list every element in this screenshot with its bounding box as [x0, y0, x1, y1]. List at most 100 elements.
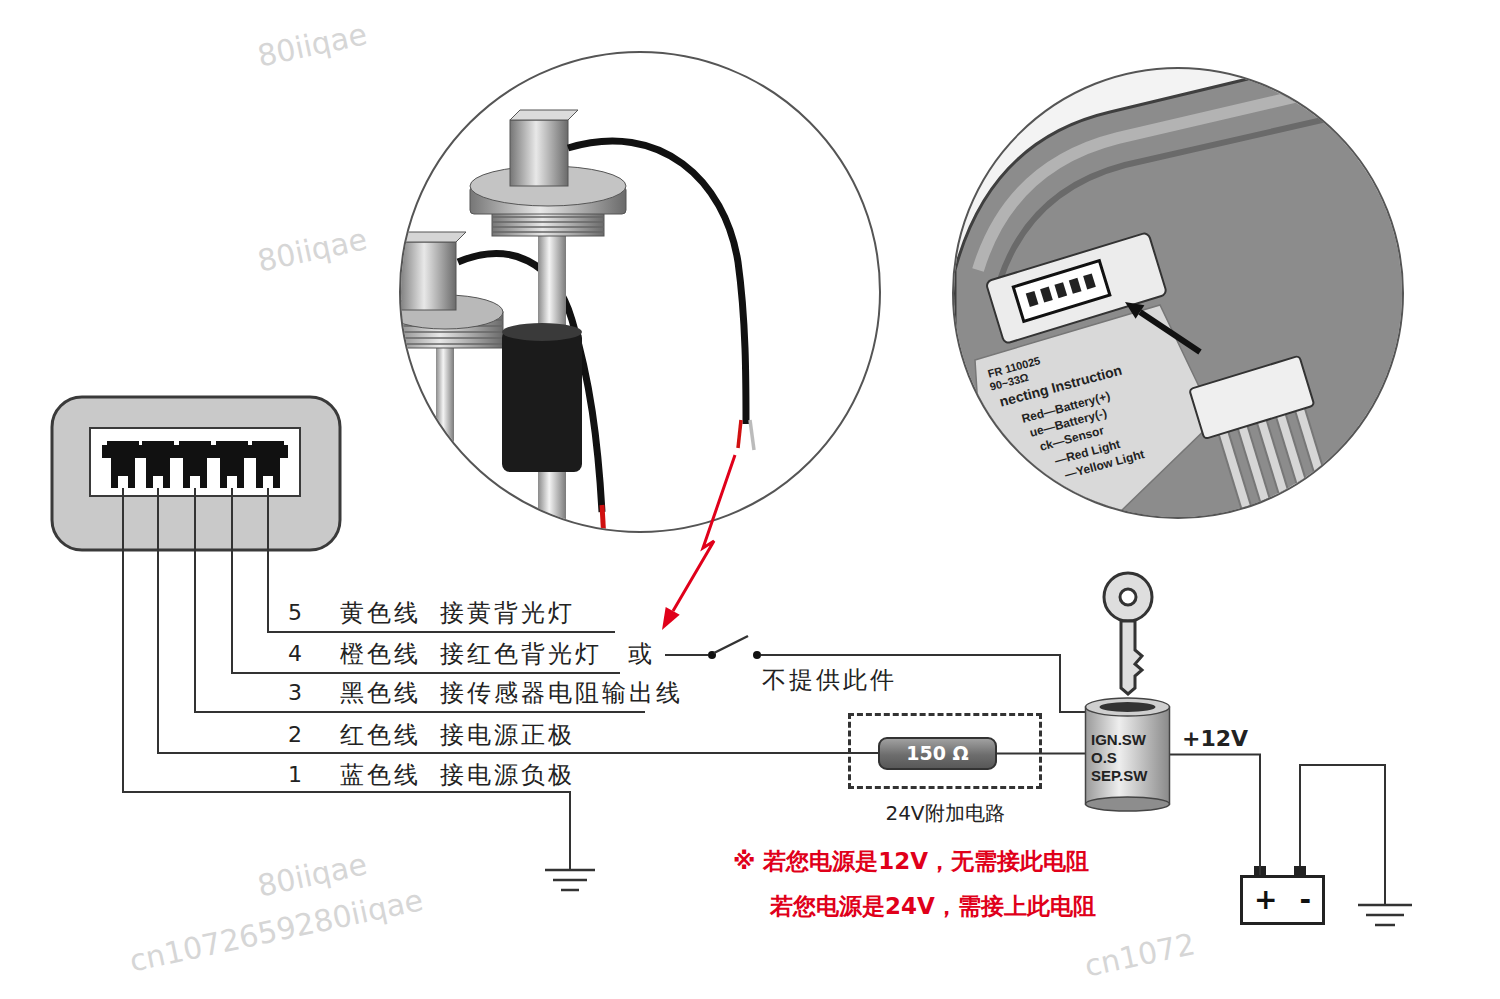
pointer-arrow — [662, 607, 680, 630]
ground-symbol — [545, 869, 595, 872]
gauge-photo — [1013, 261, 1110, 322]
sensor-photo — [492, 217, 604, 232]
ground-symbol — [1375, 924, 1395, 927]
sensor-photo — [502, 323, 582, 341]
connector-housing — [111, 455, 135, 488]
wire-color: 橙色线 — [340, 641, 421, 667]
sensor-photo — [492, 212, 604, 236]
battery-symbol: +- — [1240, 875, 1325, 925]
switch-cylinder — [1086, 698, 1170, 716]
wire-number: 3 — [288, 681, 302, 705]
wire-connector — [1170, 755, 1260, 876]
sensor-photo — [510, 110, 578, 120]
watermark: 80iiqae — [255, 222, 370, 277]
wire-number: 4 — [288, 642, 302, 666]
photo-frame — [953, 68, 1403, 518]
sensor-photo — [387, 50, 880, 545]
ignition-key — [1104, 573, 1152, 621]
switch-symbol — [665, 654, 708, 656]
connector-housing — [256, 455, 280, 488]
wire-color: 黄色线 — [340, 600, 421, 626]
switch-symbol — [665, 636, 1086, 712]
gauge-photo — [1125, 302, 1144, 319]
wire-note: 或 — [628, 641, 652, 667]
resistor-value: 150 Ω — [906, 743, 968, 764]
connector-housing — [118, 476, 128, 488]
connector-housing — [263, 476, 273, 488]
switch-position: IGN.SW — [1091, 731, 1146, 749]
gauge-photo — [1299, 406, 1349, 569]
gauge-photo — [1299, 406, 1349, 569]
sensor-photo — [388, 331, 503, 333]
wire-number: 2 — [288, 723, 302, 747]
lead-wire — [158, 488, 878, 753]
ground-symbol — [561, 889, 579, 892]
sensor-photo — [492, 226, 604, 228]
switch-position: O.S — [1091, 749, 1117, 767]
switch-symbol — [753, 651, 761, 659]
wire-function: 接传感器电阻输出线 — [440, 680, 683, 706]
sensor-photo — [738, 420, 741, 448]
gauge-photo — [1140, 312, 1200, 352]
gauge-photo — [1189, 356, 1314, 439]
ignition-key — [1121, 621, 1142, 694]
ground-symbol — [553, 879, 587, 882]
sensor-photo — [458, 254, 602, 512]
gauge-photo — [986, 232, 1168, 344]
gauge-photo — [1026, 291, 1039, 307]
connector-housing — [146, 455, 170, 488]
optional-circuit-box: 24V附加电路150 Ω — [848, 713, 1042, 789]
gauge-photo — [1222, 406, 1348, 592]
ground-symbol — [1366, 914, 1404, 917]
gauge-photo — [986, 232, 1168, 344]
connector-housing — [179, 441, 211, 457]
polarity-sign: + — [1254, 886, 1277, 914]
connector-housing — [220, 455, 244, 488]
ignition-key — [1104, 573, 1152, 694]
voltage-label: +12V — [1182, 726, 1248, 751]
sensor-photo — [750, 420, 754, 450]
connector-housing — [153, 476, 163, 488]
ignition-switch: IGN.SWO.SSEP.SW — [1085, 697, 1170, 812]
sensor-photo — [502, 330, 582, 472]
sensor-photo — [398, 242, 456, 310]
photo-frame — [400, 52, 880, 532]
pointer-arrow — [673, 455, 735, 611]
connector-housing — [227, 476, 237, 488]
gauge-photo — [1000, 100, 1410, 280]
wire-color: 黑色线 — [340, 680, 421, 706]
connector-housing — [142, 441, 174, 457]
sensor-photo — [436, 345, 454, 545]
warning-note: 若您电源是24V，需接上此电阻 — [770, 894, 1096, 919]
gauge-photo — [950, 40, 1410, 598]
connector-housing — [190, 476, 200, 488]
gauge-photo — [1189, 356, 1363, 598]
pointer-arrow — [662, 455, 735, 630]
connector-housing — [183, 455, 207, 488]
connector-housing — [90, 428, 300, 496]
wire-number: 1 — [288, 763, 302, 787]
gauge-photo — [978, 70, 1410, 270]
resistor-symbol: 150 Ω — [878, 737, 997, 770]
switch-position: SEP.SW — [1091, 767, 1147, 785]
wire-color: 红色线 — [340, 722, 421, 748]
text-group: IGN.SWO.SSEP.SW — [1085, 697, 1170, 785]
wire-color: 蓝色线 — [340, 762, 421, 788]
switch-symbol — [761, 655, 1086, 712]
gauge-photo — [1069, 278, 1082, 294]
switch-cylinder — [1086, 797, 1170, 811]
sensor-photo — [602, 505, 604, 540]
wire-function: 接电源负极 — [440, 762, 575, 788]
gauge-photo — [1054, 282, 1067, 298]
connector-housing — [252, 441, 284, 457]
gauge-photo — [1040, 287, 1053, 303]
sensor-photo — [492, 231, 604, 233]
text-group: 24V附加电路 — [851, 802, 1039, 824]
sensor-photo — [492, 216, 604, 218]
ground-symbol — [545, 870, 1412, 925]
wire-function: 接红色背光灯 — [440, 641, 602, 667]
sensor-photo — [510, 120, 568, 186]
switch-cylinder — [1100, 702, 1156, 712]
